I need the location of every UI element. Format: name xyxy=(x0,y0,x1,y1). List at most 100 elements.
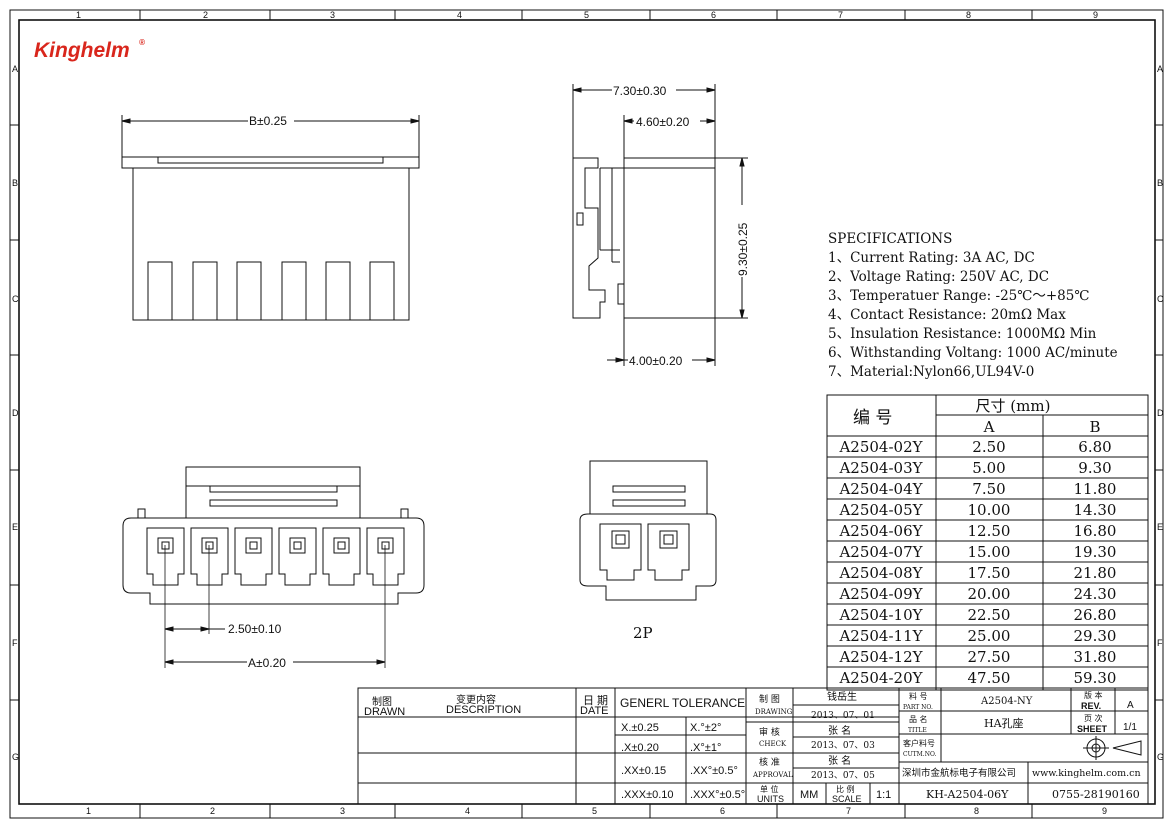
tb-rev-cn: 版 本 xyxy=(1084,690,1103,700)
tb-units-en: UNITS xyxy=(757,794,784,804)
table-cell-a: 10.00 xyxy=(968,501,1011,519)
tb-title-en: TITLE xyxy=(908,727,927,734)
tb-tol-l: .XXX±0.10 xyxy=(621,789,674,801)
table-cell-a: 12.50 xyxy=(968,522,1011,540)
tb-sheet-val: 1/1 xyxy=(1123,722,1137,733)
table-cell-part: A2504-10Y xyxy=(838,606,923,624)
spec-item: 6、Withstanding Voltang: 1000 AC/minute xyxy=(828,345,1118,361)
table-cell-a: 27.50 xyxy=(968,648,1011,666)
tb-tol-r: X.°±2° xyxy=(690,722,721,734)
col-label-bottom: 4 xyxy=(465,806,470,816)
tb-website: www.kinghelm.com.cn xyxy=(1032,768,1141,779)
tb-approval-en: APPROVAL xyxy=(752,771,793,779)
row-label: C xyxy=(12,294,19,304)
col-label-bottom: 1 xyxy=(86,806,91,816)
tb-sheet-en: SHEET xyxy=(1077,724,1108,734)
table-cell-b: 14.30 xyxy=(1074,501,1117,519)
table-cell-a: 15.00 xyxy=(968,543,1011,561)
tb-check-name: 张 名 xyxy=(828,724,851,737)
table-cell-b: 21.80 xyxy=(1074,564,1117,582)
tb-tolerance: GENERL TOLERANCE xyxy=(620,696,745,710)
spec-item: 1、Current Rating: 3A AC, DC xyxy=(828,250,1035,266)
tb-cutm-en: CUTM.NO. xyxy=(903,751,937,758)
title-block xyxy=(357,687,1149,805)
dim-side-total: 7.30±0.30 xyxy=(613,84,667,98)
tb-drawn-en: DRAWN xyxy=(364,706,405,718)
tb-scale-cn: 比 例 xyxy=(836,784,855,794)
table-cell-part: A2504-20Y xyxy=(838,669,923,687)
table-header-part: 编 号 xyxy=(853,408,892,428)
tb-tol-l: .X±0.20 xyxy=(621,742,659,754)
row-label: B xyxy=(12,178,18,188)
tb-tol-r: .XX°±0.5° xyxy=(690,765,738,777)
table-cell-part: A2504-07Y xyxy=(838,543,923,561)
table-header-a: A xyxy=(983,418,995,436)
tb-partno-val: A2504-NY xyxy=(980,696,1033,707)
col-label-top: 9 xyxy=(1093,10,1098,20)
col-label-top: 3 xyxy=(330,10,335,20)
tb-rev-val: A xyxy=(1127,700,1134,711)
tb-units-cn: 单 位 xyxy=(760,784,779,794)
table-cell-a: 25.00 xyxy=(968,627,1011,645)
tb-sheet-cn: 页 次 xyxy=(1084,713,1103,723)
table-cell-b: 26.80 xyxy=(1074,606,1117,624)
row-label: D xyxy=(12,408,19,418)
table-cell-b: 6.80 xyxy=(1078,438,1111,456)
spec-item: 2、Voltage Rating: 250V AC, DC xyxy=(828,269,1049,285)
table-cell-a: 20.00 xyxy=(968,585,1011,603)
table-cell-b: 24.30 xyxy=(1074,585,1117,603)
table-cell-a: 47.50 xyxy=(968,669,1011,687)
table-header-b: B xyxy=(1089,418,1100,436)
table-cell-a: 5.00 xyxy=(972,459,1005,477)
table-cell-part: A2504-03Y xyxy=(838,459,923,477)
tb-drawing-date: 2013、07、01 xyxy=(811,711,875,721)
dim-side-bottom: 4.00±0.20 xyxy=(629,354,683,368)
brand-mark: ® xyxy=(139,38,145,47)
zone-ticks xyxy=(10,10,1163,818)
tb-approval-cn: 核 准 xyxy=(759,756,780,768)
spec-title: SPECIFICATIONS xyxy=(828,231,952,247)
tb-cutm-cn: 客户料号 xyxy=(903,738,935,748)
dim-pitch: 2.50±0.10 xyxy=(228,622,282,636)
tb-drawing-name: 钱岳生 xyxy=(827,690,857,703)
col-label-top: 1 xyxy=(76,10,81,20)
row-label: F xyxy=(1157,638,1163,648)
tb-check-en: CHECK xyxy=(759,740,787,748)
col-label-bottom: 9 xyxy=(1102,806,1107,816)
tb-scale-en: SCALE xyxy=(832,794,862,804)
row-label: F xyxy=(12,638,18,648)
two-pin-view xyxy=(579,460,717,601)
row-label: G xyxy=(1157,752,1164,762)
tb-scale-val: 1:1 xyxy=(876,789,891,801)
table-cell-part: A2504-04Y xyxy=(838,480,923,498)
col-label-top: 8 xyxy=(966,10,971,20)
tb-date-cn: 日 期 xyxy=(583,694,608,707)
col-label-bottom: 8 xyxy=(974,806,979,816)
tb-drawing-en: DRAWING xyxy=(755,708,793,716)
table-cell-part: A2504-06Y xyxy=(838,522,923,540)
dim-side-inner: 4.60±0.20 xyxy=(636,115,690,129)
tb-tol-l: X.±0.25 xyxy=(621,722,659,734)
tb-rev-en: REV. xyxy=(1081,701,1101,711)
row-label: A xyxy=(12,64,18,74)
tb-drawn-cn: 制图 xyxy=(372,695,392,708)
row-label: E xyxy=(12,522,18,532)
dim-top-width: B±0.25 xyxy=(249,114,287,128)
tb-desc-cn: 变更内容 xyxy=(456,693,496,706)
table-header-size: 尺寸 (mm) xyxy=(976,397,1051,415)
col-label-top: 4 xyxy=(457,10,462,20)
spec-item: 5、Insulation Resistance: 1000MΩ Min xyxy=(828,326,1097,342)
tb-company: 深圳市金航标电子有限公司 xyxy=(902,767,1016,779)
front-view xyxy=(122,466,425,668)
tb-title-cn: 品 名 xyxy=(909,714,928,724)
tb-date-en: DATE xyxy=(580,705,609,717)
row-label: B xyxy=(1157,178,1163,188)
col-label-bottom: 3 xyxy=(340,806,345,816)
tb-tol-l: .XX±0.15 xyxy=(621,765,666,777)
table-cell-a: 22.50 xyxy=(968,606,1011,624)
tb-approval-date: 2013、07、05 xyxy=(811,771,875,781)
tb-check-date: 2013、07、03 xyxy=(811,741,875,751)
row-label: D xyxy=(1157,408,1164,418)
outer-frame xyxy=(9,9,1164,819)
